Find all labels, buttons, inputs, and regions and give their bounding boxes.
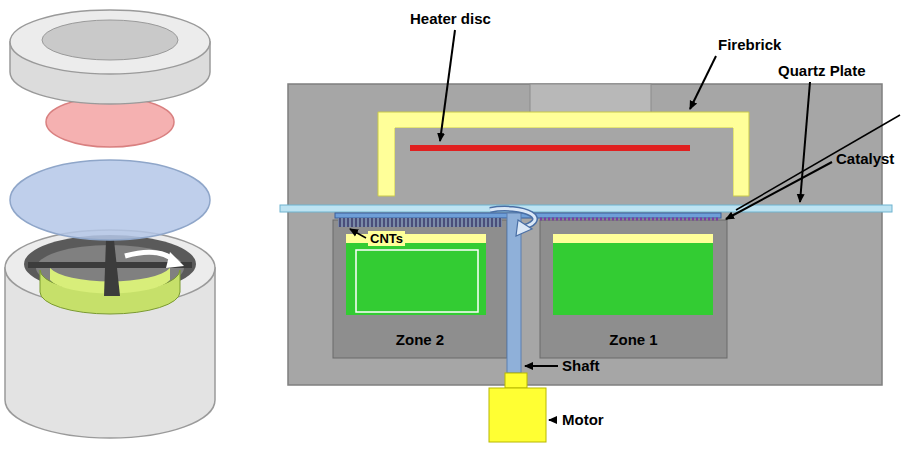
part-label: Motor — [562, 411, 604, 429]
part-label: CNTs — [368, 231, 405, 246]
part-label: Firebrick — [718, 36, 781, 54]
part-label: Catalyst — [836, 150, 894, 168]
zone-cavity: Zone 1 — [540, 220, 727, 358]
part-label: Quartz Plate — [778, 62, 866, 80]
zone-cavity: Zone 2 — [333, 220, 507, 358]
zone-label: Zone 2 — [396, 331, 444, 348]
zone-label: Zone 1 — [609, 331, 657, 348]
part-label: Shaft — [562, 357, 600, 375]
part-label: Heater disc — [410, 10, 491, 28]
